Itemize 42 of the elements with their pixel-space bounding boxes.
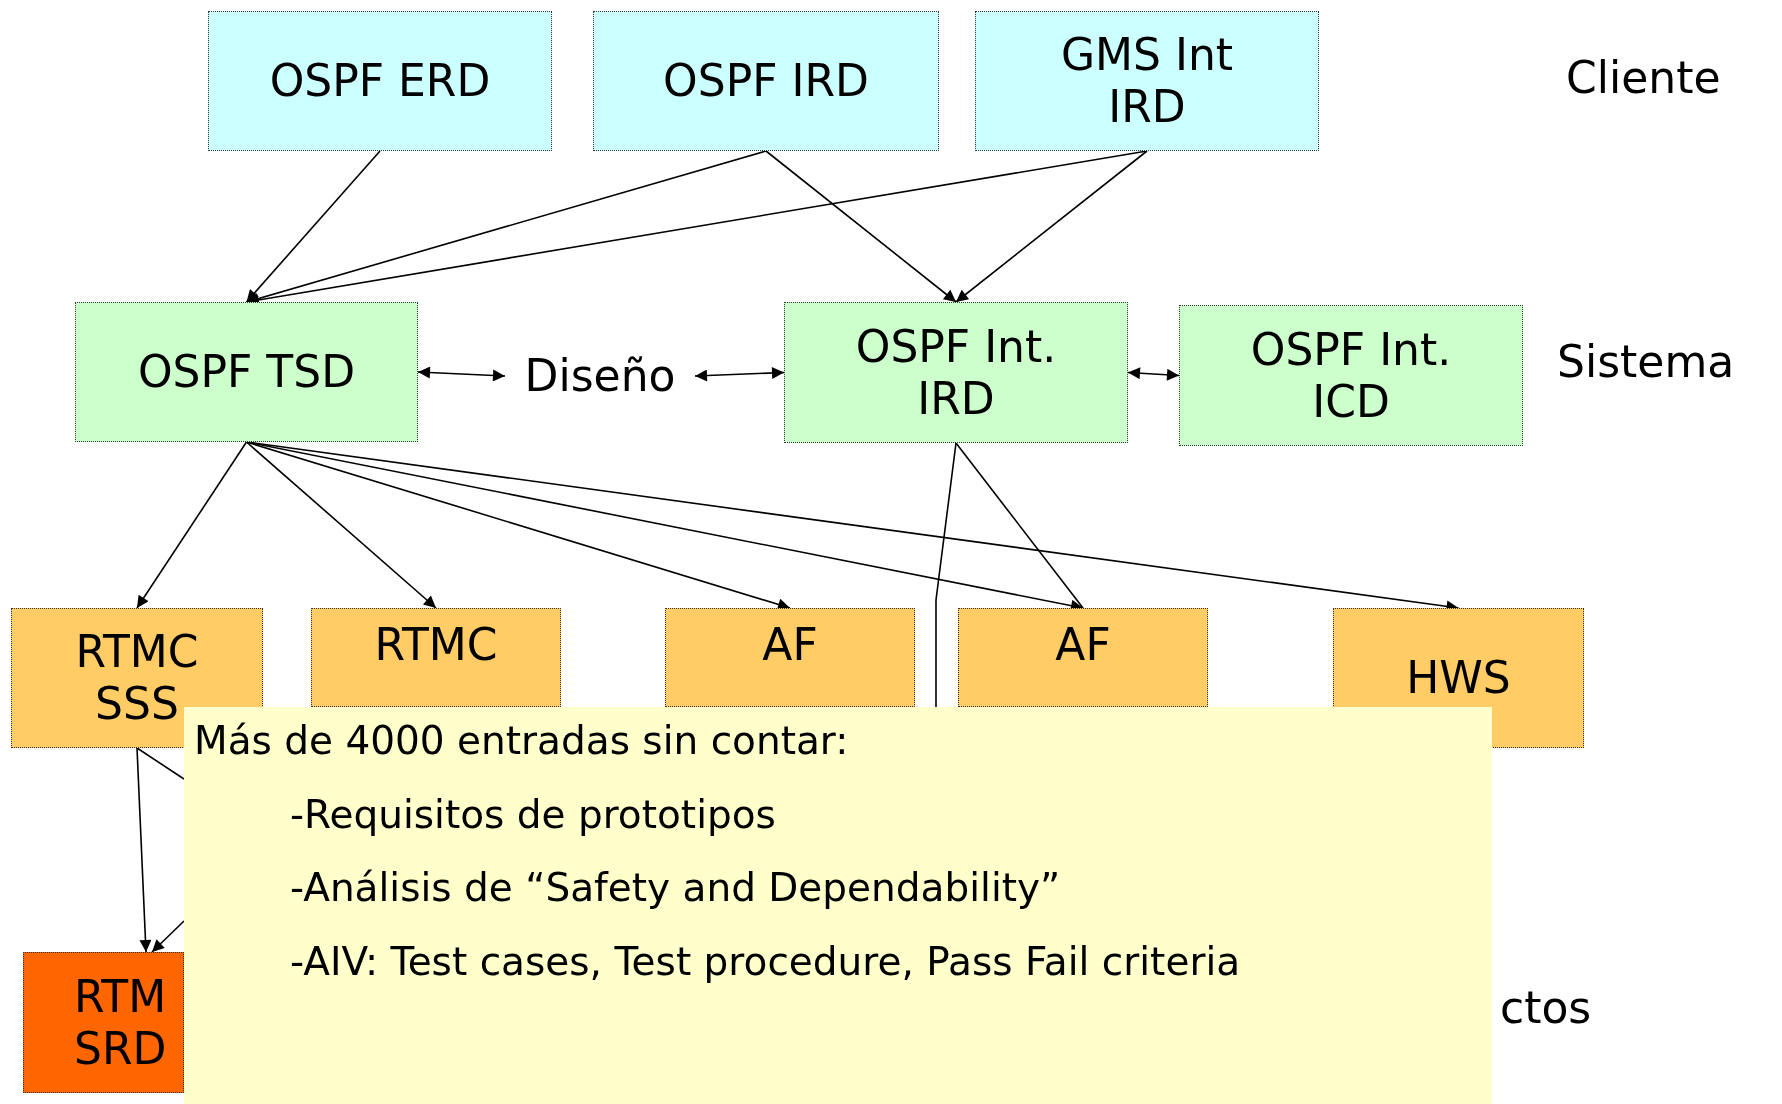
- arrow: [245, 441, 437, 609]
- process-box: [1179, 305, 1523, 446]
- arrow: [694, 367, 785, 382]
- list-item: -AIV: Test cases, Test procedure, Pass Fail criteria: [289, 937, 1241, 986]
- process-box: [665, 608, 915, 707]
- arrow: [245, 150, 381, 303]
- node-label: AF: [1055, 619, 1111, 671]
- node-label: RTMC: [374, 619, 498, 671]
- process-box: [208, 11, 552, 151]
- node-label: OSPF TSD: [137, 346, 356, 398]
- process-box: [75, 302, 418, 442]
- node-label: HWS: [1406, 652, 1511, 704]
- note-tooltip: [184, 707, 1492, 1104]
- connector-line: [935, 442, 957, 708]
- node-label: GMS Int IRD: [1059, 29, 1235, 133]
- arrow: [136, 441, 248, 609]
- node-label: OSPF IRD: [663, 55, 869, 107]
- list-item: -Requisitos de prototipos: [289, 790, 776, 839]
- process-box: [23, 952, 184, 1093]
- process-box: [958, 608, 1208, 707]
- list-item: -Análisis de “Safety and Dependability”: [289, 864, 1061, 912]
- level-label: ctos: [1500, 982, 1592, 1033]
- process-box: [311, 608, 561, 707]
- process-box: [593, 11, 939, 151]
- connector-line: [136, 747, 185, 780]
- arrow: [955, 150, 1148, 303]
- arrow: [765, 150, 957, 303]
- node-label: OSPF ERD: [269, 55, 491, 107]
- connector-line: [955, 442, 1084, 609]
- arrow: [1127, 367, 1180, 381]
- level-label: Cliente: [1566, 52, 1721, 103]
- process-box: [975, 11, 1319, 151]
- node-label: RTM SRD: [74, 970, 168, 1075]
- node-label: Diseño: [524, 350, 676, 402]
- arrow: [136, 747, 152, 953]
- level-label: Sistema: [1557, 336, 1735, 387]
- node-label: OSPF Int. IRD: [854, 320, 1058, 425]
- process-box: [784, 302, 1128, 443]
- arrow: [151, 920, 185, 953]
- node-label: AF: [762, 619, 818, 671]
- arrow: [417, 366, 506, 382]
- node-label: OSPF Int. ICD: [1249, 323, 1453, 428]
